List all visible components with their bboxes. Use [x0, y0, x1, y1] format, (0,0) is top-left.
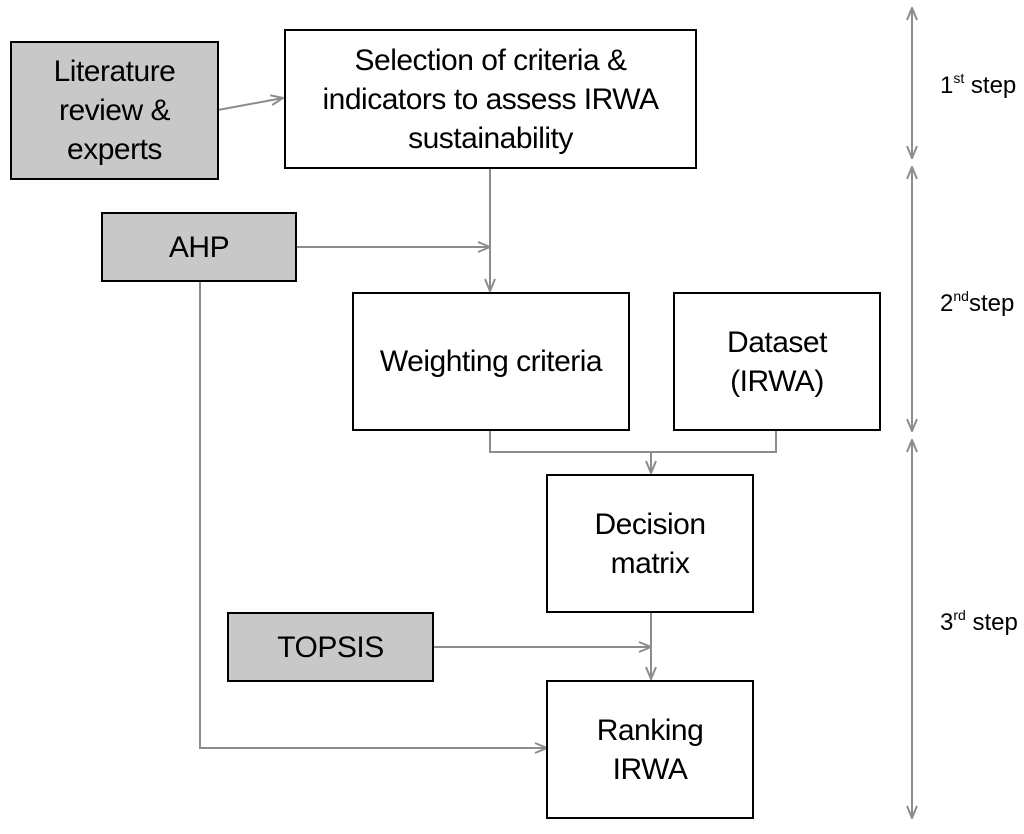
- ahp-box: AHP: [101, 212, 297, 282]
- step-1-label: 1st step: [940, 70, 1016, 100]
- weighting-criteria-box: Weighting criteria: [352, 292, 630, 431]
- arrow-literature-to-selection: [217, 98, 283, 111]
- weighting-label: Weighting criteria: [379, 345, 603, 378]
- selection-line-1: Selection of criteria &: [354, 43, 627, 77]
- decision-matrix-box: Decision matrix: [546, 474, 754, 613]
- step-3-label: 3rd step: [940, 607, 1018, 637]
- connector-weighting-dataset-merge: [489, 430, 777, 453]
- selection-line-3: sustainability: [408, 121, 573, 155]
- step-1-ordinal: st: [953, 70, 965, 86]
- arrow-ahp-to-ranking: [199, 282, 547, 748]
- step-2-word: step: [968, 290, 1015, 317]
- topsis-label: TOPSIS: [277, 630, 384, 664]
- step-3-word: step: [965, 609, 1018, 636]
- selection-criteria-box: Selection of criteria & indicators to as…: [284, 29, 697, 169]
- literature-line-3: experts: [67, 133, 162, 166]
- ranking-box: Ranking IRWA: [546, 680, 754, 819]
- step-2-ordinal: nd: [953, 288, 969, 304]
- step-2-label: 2ndstep: [940, 288, 1014, 318]
- dataset-line-1: Dataset: [727, 325, 827, 359]
- topsis-box: TOPSIS: [227, 612, 434, 682]
- ahp-label: AHP: [168, 230, 230, 264]
- step-2-number: 2: [940, 290, 954, 317]
- step-1-word: step: [964, 72, 1017, 99]
- literature-line-2: review &: [58, 94, 171, 127]
- dataset-line-2: (IRWA): [730, 364, 824, 398]
- decision-line-2: matrix: [610, 546, 690, 580]
- dataset-box: Dataset (IRWA): [673, 292, 881, 431]
- step-1-number: 1: [940, 72, 954, 99]
- step-3-number: 3: [940, 609, 954, 636]
- literature-line-1: Literature: [53, 55, 176, 88]
- decision-line-1: Decision: [594, 507, 706, 541]
- selection-line-2: indicators to assess IRWA: [322, 82, 659, 116]
- ranking-line-2: IRWA: [612, 752, 688, 786]
- literature-review-box: Literature review & experts: [10, 41, 219, 180]
- ranking-line-1: Ranking: [596, 713, 704, 747]
- step-3-ordinal: rd: [953, 607, 966, 623]
